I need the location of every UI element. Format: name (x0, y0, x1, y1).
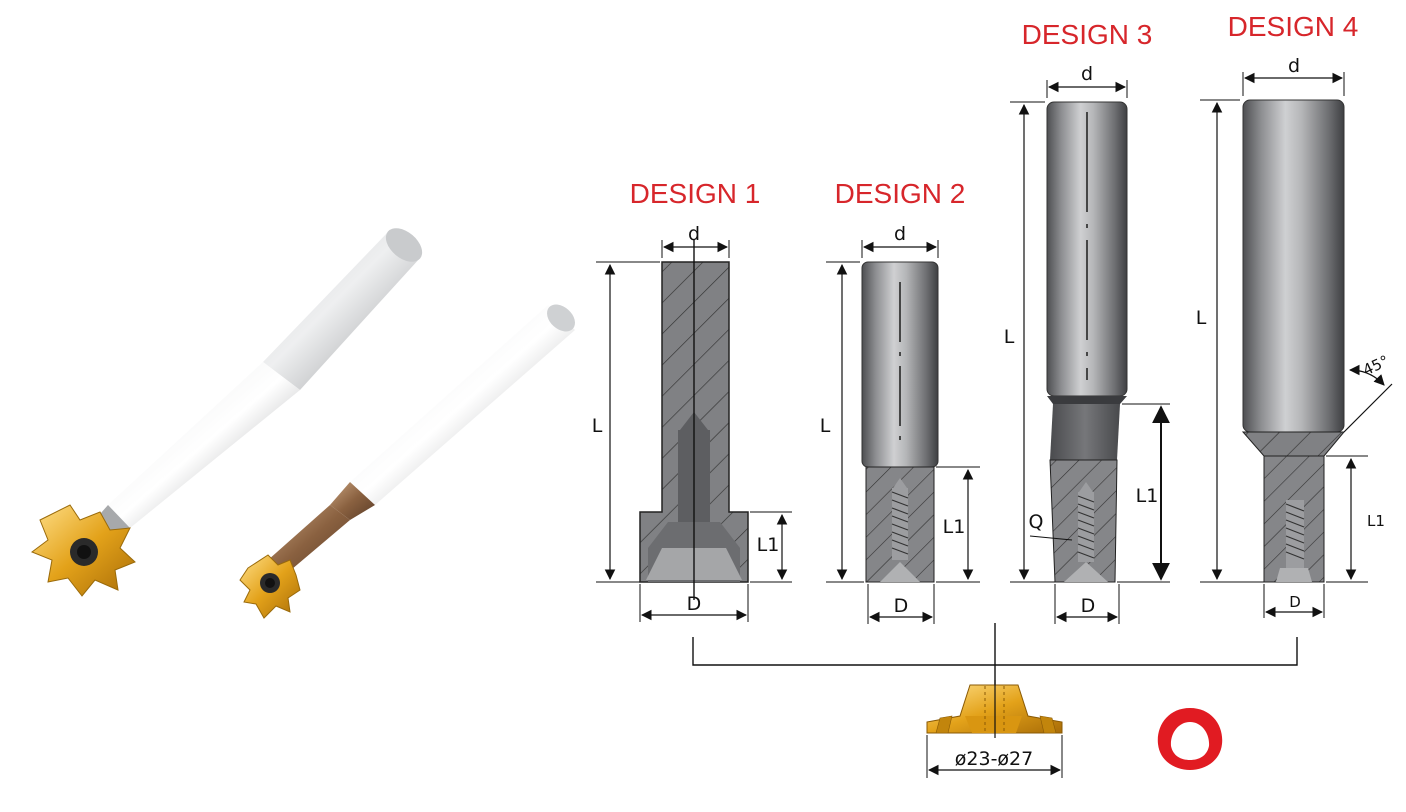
design-1-L-label: L (592, 415, 603, 437)
design-2-body (861, 261, 939, 583)
design-2: DESIGN 2 d L L1 D (820, 178, 980, 624)
design-4-d-label: d (1288, 55, 1300, 77)
design-2-title: DESIGN 2 (835, 178, 966, 209)
design-4-L1-label: L1 (1367, 512, 1385, 530)
design-1-d-label: d (688, 223, 700, 245)
design-1-D-label: D (687, 593, 702, 615)
design-3-Q-label: Q (1029, 511, 1044, 533)
design-4-body (1241, 99, 1346, 583)
design-3: DESIGN 3 d L L1 Q D (1004, 19, 1170, 624)
tool-photo (30, 228, 575, 619)
design-3-title: DESIGN 3 (1022, 19, 1153, 50)
cutter-insert: ø23-ø27 (926, 680, 1063, 778)
design-4-title: DESIGN 4 (1228, 11, 1359, 42)
design-3-L1-label: L1 (1136, 485, 1159, 507)
design-2-L1-label: L1 (943, 516, 966, 538)
design-1-body (639, 240, 749, 600)
design-2-d-label: d (894, 223, 906, 245)
design-2-L-label: L (820, 415, 831, 437)
connector-bracket (692, 623, 1298, 690)
design-1-L1-label: L1 (757, 534, 780, 556)
large-tool-photo (30, 228, 423, 597)
design-2-D-label: D (894, 595, 909, 617)
triangular-ring-logo-icon (1157, 708, 1223, 770)
design-4-L-label: L (1196, 307, 1207, 329)
design-1-title: DESIGN 1 (630, 178, 761, 209)
design-1: DESIGN 1 d L L1 D (592, 178, 792, 622)
design-4: DESIGN 4 d L L1 45° D (1196, 11, 1393, 618)
small-tool-photo (239, 304, 575, 619)
design-3-L-label: L (1004, 326, 1015, 348)
insert-diameter-label: ø23-ø27 (955, 748, 1033, 770)
design-4-D-label: D (1289, 593, 1301, 611)
large-cutter-head (30, 504, 136, 597)
design-3-D-label: D (1081, 595, 1096, 617)
design-3-d-label: d (1081, 63, 1093, 85)
design-4-angle-label: 45° (1360, 352, 1392, 380)
design-3-body (1046, 101, 1128, 583)
small-cutter-head (239, 554, 301, 619)
